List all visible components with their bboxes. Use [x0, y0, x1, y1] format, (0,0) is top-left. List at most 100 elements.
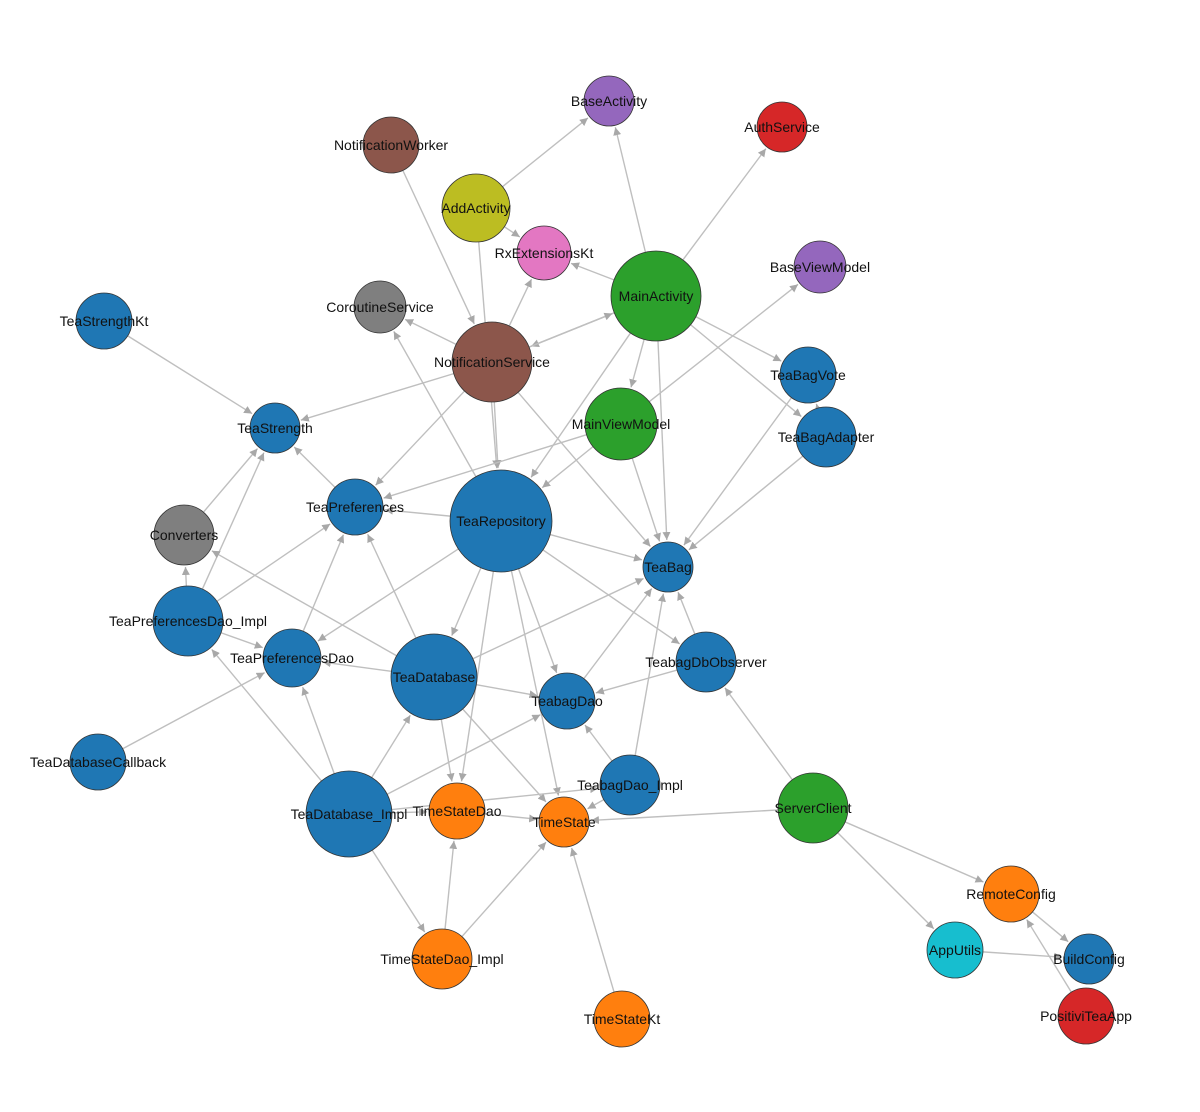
edge-TeaPreferences-to-TeaStrength	[293, 446, 336, 488]
edge-TeaStrengthKt-to-TeaStrength	[127, 335, 253, 415]
edge-TeaDatabase_Impl-to-TimeStateDao	[391, 808, 428, 817]
node-AddActivity[interactable]	[441, 173, 511, 243]
edge-AppUtils-to-BuildConfig	[982, 951, 1063, 961]
node-label-AddActivity: AddActivity	[441, 200, 510, 216]
edge-TeaDatabase_Impl-to-TimeStateDao_Impl	[371, 849, 426, 933]
node-RxExtensionsKt[interactable]	[516, 225, 572, 281]
node-BaseActivity[interactable]	[583, 75, 635, 127]
edge-MainActivity-to-AuthService	[682, 148, 767, 261]
edge-RemoteConfig-to-BuildConfig	[1032, 911, 1069, 943]
edge-TeaBagVote-to-TeaBag	[683, 397, 793, 546]
edge-TimeStateKt-to-TimeState	[570, 847, 615, 993]
edge-TeaRepository-to-TeaPreferences	[384, 506, 451, 517]
node-label-BaseViewModel: BaseViewModel	[770, 259, 870, 275]
edge-TeaRepository-to-TeaBag	[549, 533, 643, 562]
node-CoroutineService[interactable]	[353, 280, 407, 334]
node-TeaStrengthKt[interactable]	[75, 292, 133, 350]
node-TimeStateKt[interactable]	[593, 990, 651, 1048]
node-TeaPreferencesDao_Impl[interactable]	[152, 585, 224, 657]
node-label-TeabagDbObserver: TeabagDbObserver	[645, 654, 767, 670]
node-label-RemoteConfig: RemoteConfig	[966, 886, 1056, 902]
node-BuildConfig[interactable]	[1063, 933, 1115, 985]
node-label-TimeStateDao_Impl: TimeStateDao_Impl	[380, 951, 503, 967]
edge-TeabagDao-to-TeaBag	[583, 588, 653, 680]
node-TimeStateDao[interactable]	[428, 782, 486, 840]
node-TeaBagVote[interactable]	[779, 346, 837, 404]
edge-TeaDatabase_Impl-to-TeabagDao	[386, 714, 541, 795]
edge-TeabagDbObserver-to-TeaBag	[677, 591, 696, 635]
edge-MainViewModel-to-TeaRepository	[541, 446, 594, 489]
node-AuthService[interactable]	[756, 101, 808, 153]
node-TeabagDao[interactable]	[538, 672, 596, 730]
node-TeaDatabaseCallback[interactable]	[69, 733, 127, 791]
node-MainActivity[interactable]	[610, 250, 702, 342]
edge-TeaDatabase-to-TeaBag	[472, 577, 644, 660]
edge-MainActivity-to-TeaBagAdapter	[690, 324, 802, 418]
node-label-NotificationWorker: NotificationWorker	[334, 137, 448, 153]
node-label-TeaPreferences: TeaPreferences	[306, 499, 404, 515]
node-label-TeaBagVote: TeaBagVote	[770, 367, 846, 383]
edge-layer	[122, 117, 1072, 993]
node-TeaDatabase_Impl[interactable]	[305, 770, 393, 858]
node-label-MainViewModel: MainViewModel	[572, 416, 671, 432]
edge-NotificationService-to-TeaPreferences	[375, 390, 466, 486]
node-AppUtils[interactable]	[926, 921, 984, 979]
edge-NotificationService-to-RxExtensionsKt	[508, 278, 533, 327]
edge-TeabagDao_Impl-to-TeabagDao	[584, 724, 613, 762]
node-NotificationService[interactable]	[451, 321, 533, 403]
node-label-PositiviTeaApp: PositiviTeaApp	[1040, 1008, 1132, 1024]
edge-TeabagDao_Impl-to-TimeState	[587, 799, 605, 810]
node-MainViewModel[interactable]	[584, 387, 658, 461]
node-TeaBagAdapter[interactable]	[795, 406, 857, 468]
edge-TeaDatabaseCallback-to-TeaPreferencesDao	[122, 672, 266, 750]
node-TeaDatabase[interactable]	[390, 633, 478, 721]
node-label-TimeState: TimeState	[532, 814, 595, 830]
node-TeaBag[interactable]	[642, 541, 694, 593]
node-PositiviTeaApp[interactable]	[1057, 987, 1115, 1045]
edge-MainViewModel-to-BaseViewModel	[648, 283, 799, 403]
node-Converters[interactable]	[153, 504, 215, 566]
node-TimeStateDao_Impl[interactable]	[411, 928, 473, 990]
node-label-TeaStrength: TeaStrength	[237, 420, 313, 436]
edge-TeaPreferencesDao_Impl-to-TeaStrength	[201, 452, 265, 590]
node-NotificationWorker[interactable]	[362, 116, 420, 174]
edge-TeaDatabase_Impl-to-TeabagDao_Impl	[391, 785, 599, 811]
edge-TeabagDao_Impl-to-TeaBag	[634, 593, 666, 756]
node-TeabagDao_Impl[interactable]	[599, 754, 661, 816]
edge-TeaDatabase-to-TimeState	[462, 708, 547, 803]
node-label-TeaPreferencesDao: TeaPreferencesDao	[230, 650, 354, 666]
node-label-TeaBag: TeaBag	[644, 559, 691, 575]
node-ServerClient[interactable]	[777, 772, 849, 844]
node-label-TeaDatabaseCallback: TeaDatabaseCallback	[30, 754, 167, 770]
node-RemoteConfig[interactable]	[982, 865, 1040, 923]
node-label-NotificationService: NotificationService	[434, 354, 550, 370]
edge-TeaDatabase_Impl-to-TeaPreferencesDao	[301, 686, 335, 774]
edge-TeabagDbObserver-to-TeabagDao	[595, 669, 678, 695]
edge-NotificationService-to-CoroutineService	[404, 318, 457, 345]
node-TeaPreferences[interactable]	[326, 478, 384, 536]
edge-TeaRepository-to-TeaDatabase	[451, 567, 482, 636]
edge-TimeStateDao_Impl-to-TimeStateDao	[444, 840, 458, 930]
node-label-BuildConfig: BuildConfig	[1053, 951, 1125, 967]
edge-NotificationService-to-TeaBag	[517, 391, 651, 547]
node-TeabagDbObserver[interactable]	[675, 631, 737, 693]
node-TeaPreferencesDao[interactable]	[262, 628, 322, 688]
node-label-TeabagDao_Impl: TeabagDao_Impl	[577, 777, 683, 793]
edge-ServerClient-to-RemoteConfig	[844, 821, 984, 883]
node-label-BaseActivity: BaseActivity	[571, 93, 647, 109]
edge-TeaDatabase-to-TeaPreferencesDao	[322, 659, 392, 672]
node-TeaRepository[interactable]	[449, 469, 553, 573]
node-label-TeaDatabase_Impl: TeaDatabase_Impl	[291, 806, 408, 822]
node-label-AuthService: AuthService	[744, 119, 820, 135]
node-label-AppUtils: AppUtils	[929, 942, 981, 958]
node-TimeState[interactable]	[538, 796, 590, 848]
node-label-TeaDatabase: TeaDatabase	[393, 669, 476, 685]
edge-TeaDatabase-to-TimeStateDao	[440, 719, 455, 782]
label-layer: BaseActivityAuthServiceNotificationWorke…	[30, 93, 1132, 1027]
edge-MainViewModel-to-TeaPreferences	[383, 434, 587, 500]
node-TeaStrength[interactable]	[249, 402, 301, 454]
edge-TeaBagAdapter-to-TeaBagVote	[814, 403, 823, 413]
node-BaseViewModel[interactable]	[793, 240, 847, 294]
node-label-ServerClient: ServerClient	[774, 800, 851, 816]
